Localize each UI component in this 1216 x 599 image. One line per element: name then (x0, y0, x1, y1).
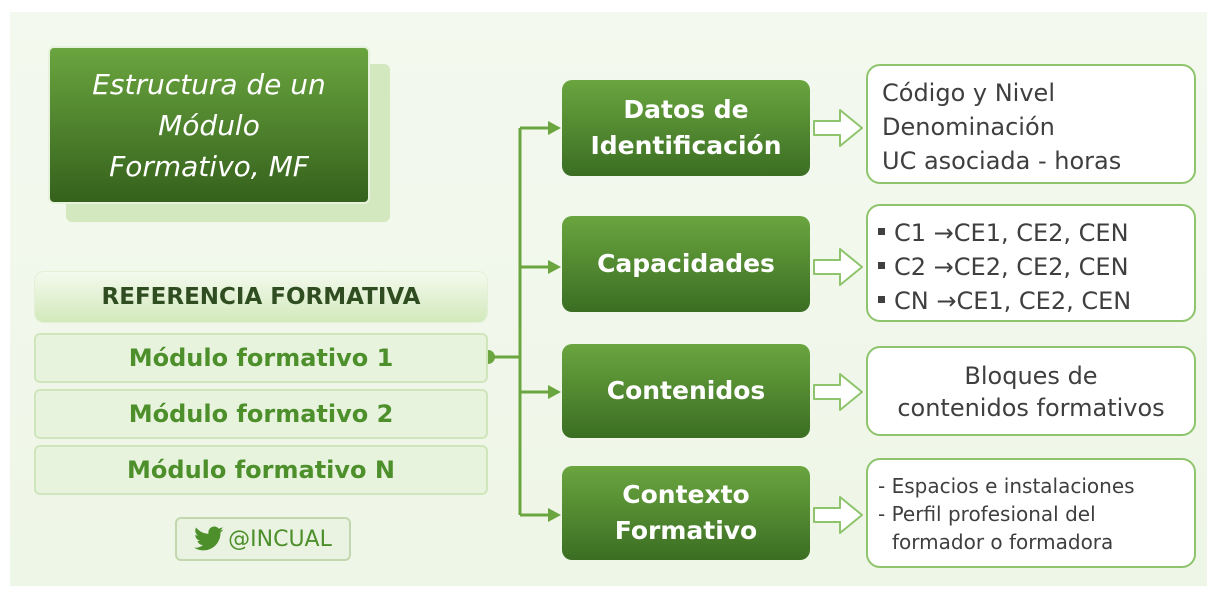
component-contexto-formativo: Contexto Formativo (562, 466, 810, 560)
detail-line: Código y Nivel (882, 79, 1055, 107)
bullet-square-icon (878, 227, 885, 235)
detail-text: CN →CE1, CE2, CEN (894, 287, 1132, 315)
details-contexto-formativo: - Espacios e instalaciones - Perfil prof… (866, 458, 1196, 568)
component-contenidos: Contenidos (562, 344, 810, 438)
hollow-arrow-3 (813, 373, 863, 411)
arrowhead-3 (548, 385, 561, 399)
details-datos-identificacion: Código y Nivel Denominación UC asociada … (866, 64, 1196, 184)
hollow-arrow-2 (813, 248, 863, 286)
details-contenidos: Bloques de contenidos formativos (866, 346, 1196, 436)
detail-line: UC asociada - horas (882, 147, 1122, 175)
detail-text: C1 →CE1, CE2, CEN (894, 219, 1129, 247)
detail-line: Denominación (882, 113, 1055, 141)
detail-line: formador o formadora (892, 530, 1114, 554)
diagram-title: Estructura de un Módulo Formativo, MF (92, 67, 326, 183)
arrowhead-4 (548, 508, 561, 522)
reference-header: REFERENCIA FORMATIVA (34, 271, 488, 323)
component-datos-identificacion: Datos de Identificación (562, 80, 810, 176)
detail-line: CN →CE1, CE2, CEN (878, 284, 1194, 318)
hollow-arrow-1 (813, 109, 863, 147)
twitter-badge[interactable]: @INCUAL (175, 517, 351, 561)
bullet-square-icon (878, 261, 885, 269)
arrowhead-1 (548, 121, 561, 135)
detail-line: Bloques de (964, 362, 1098, 390)
twitter-handle: @INCUAL (228, 526, 332, 552)
title-box: Estructura de un Módulo Formativo, MF (48, 46, 370, 204)
bullet-square-icon (878, 295, 885, 303)
detail-line: - Perfil profesional del (878, 502, 1096, 526)
details-capacidades: C1 →CE1, CE2, CEN C2 →CE2, CE2, CEN CN →… (866, 204, 1196, 322)
detail-line: C2 →CE2, CE2, CEN (878, 250, 1194, 284)
module-item-1: Módulo formativo 1 (34, 333, 488, 383)
module-item-n: Módulo formativo N (34, 445, 488, 495)
arrowhead-2 (548, 260, 561, 274)
detail-line: - Espacios e instalaciones (878, 474, 1135, 498)
component-capacidades: Capacidades (562, 216, 810, 312)
detail-line: C1 →CE1, CE2, CEN (878, 216, 1194, 250)
hollow-arrow-4 (813, 496, 863, 534)
detail-text: C2 →CE2, CE2, CEN (894, 253, 1129, 281)
detail-line: contenidos formativos (897, 394, 1165, 422)
module-item-2: Módulo formativo 2 (34, 389, 488, 439)
twitter-bird-icon (194, 526, 224, 551)
